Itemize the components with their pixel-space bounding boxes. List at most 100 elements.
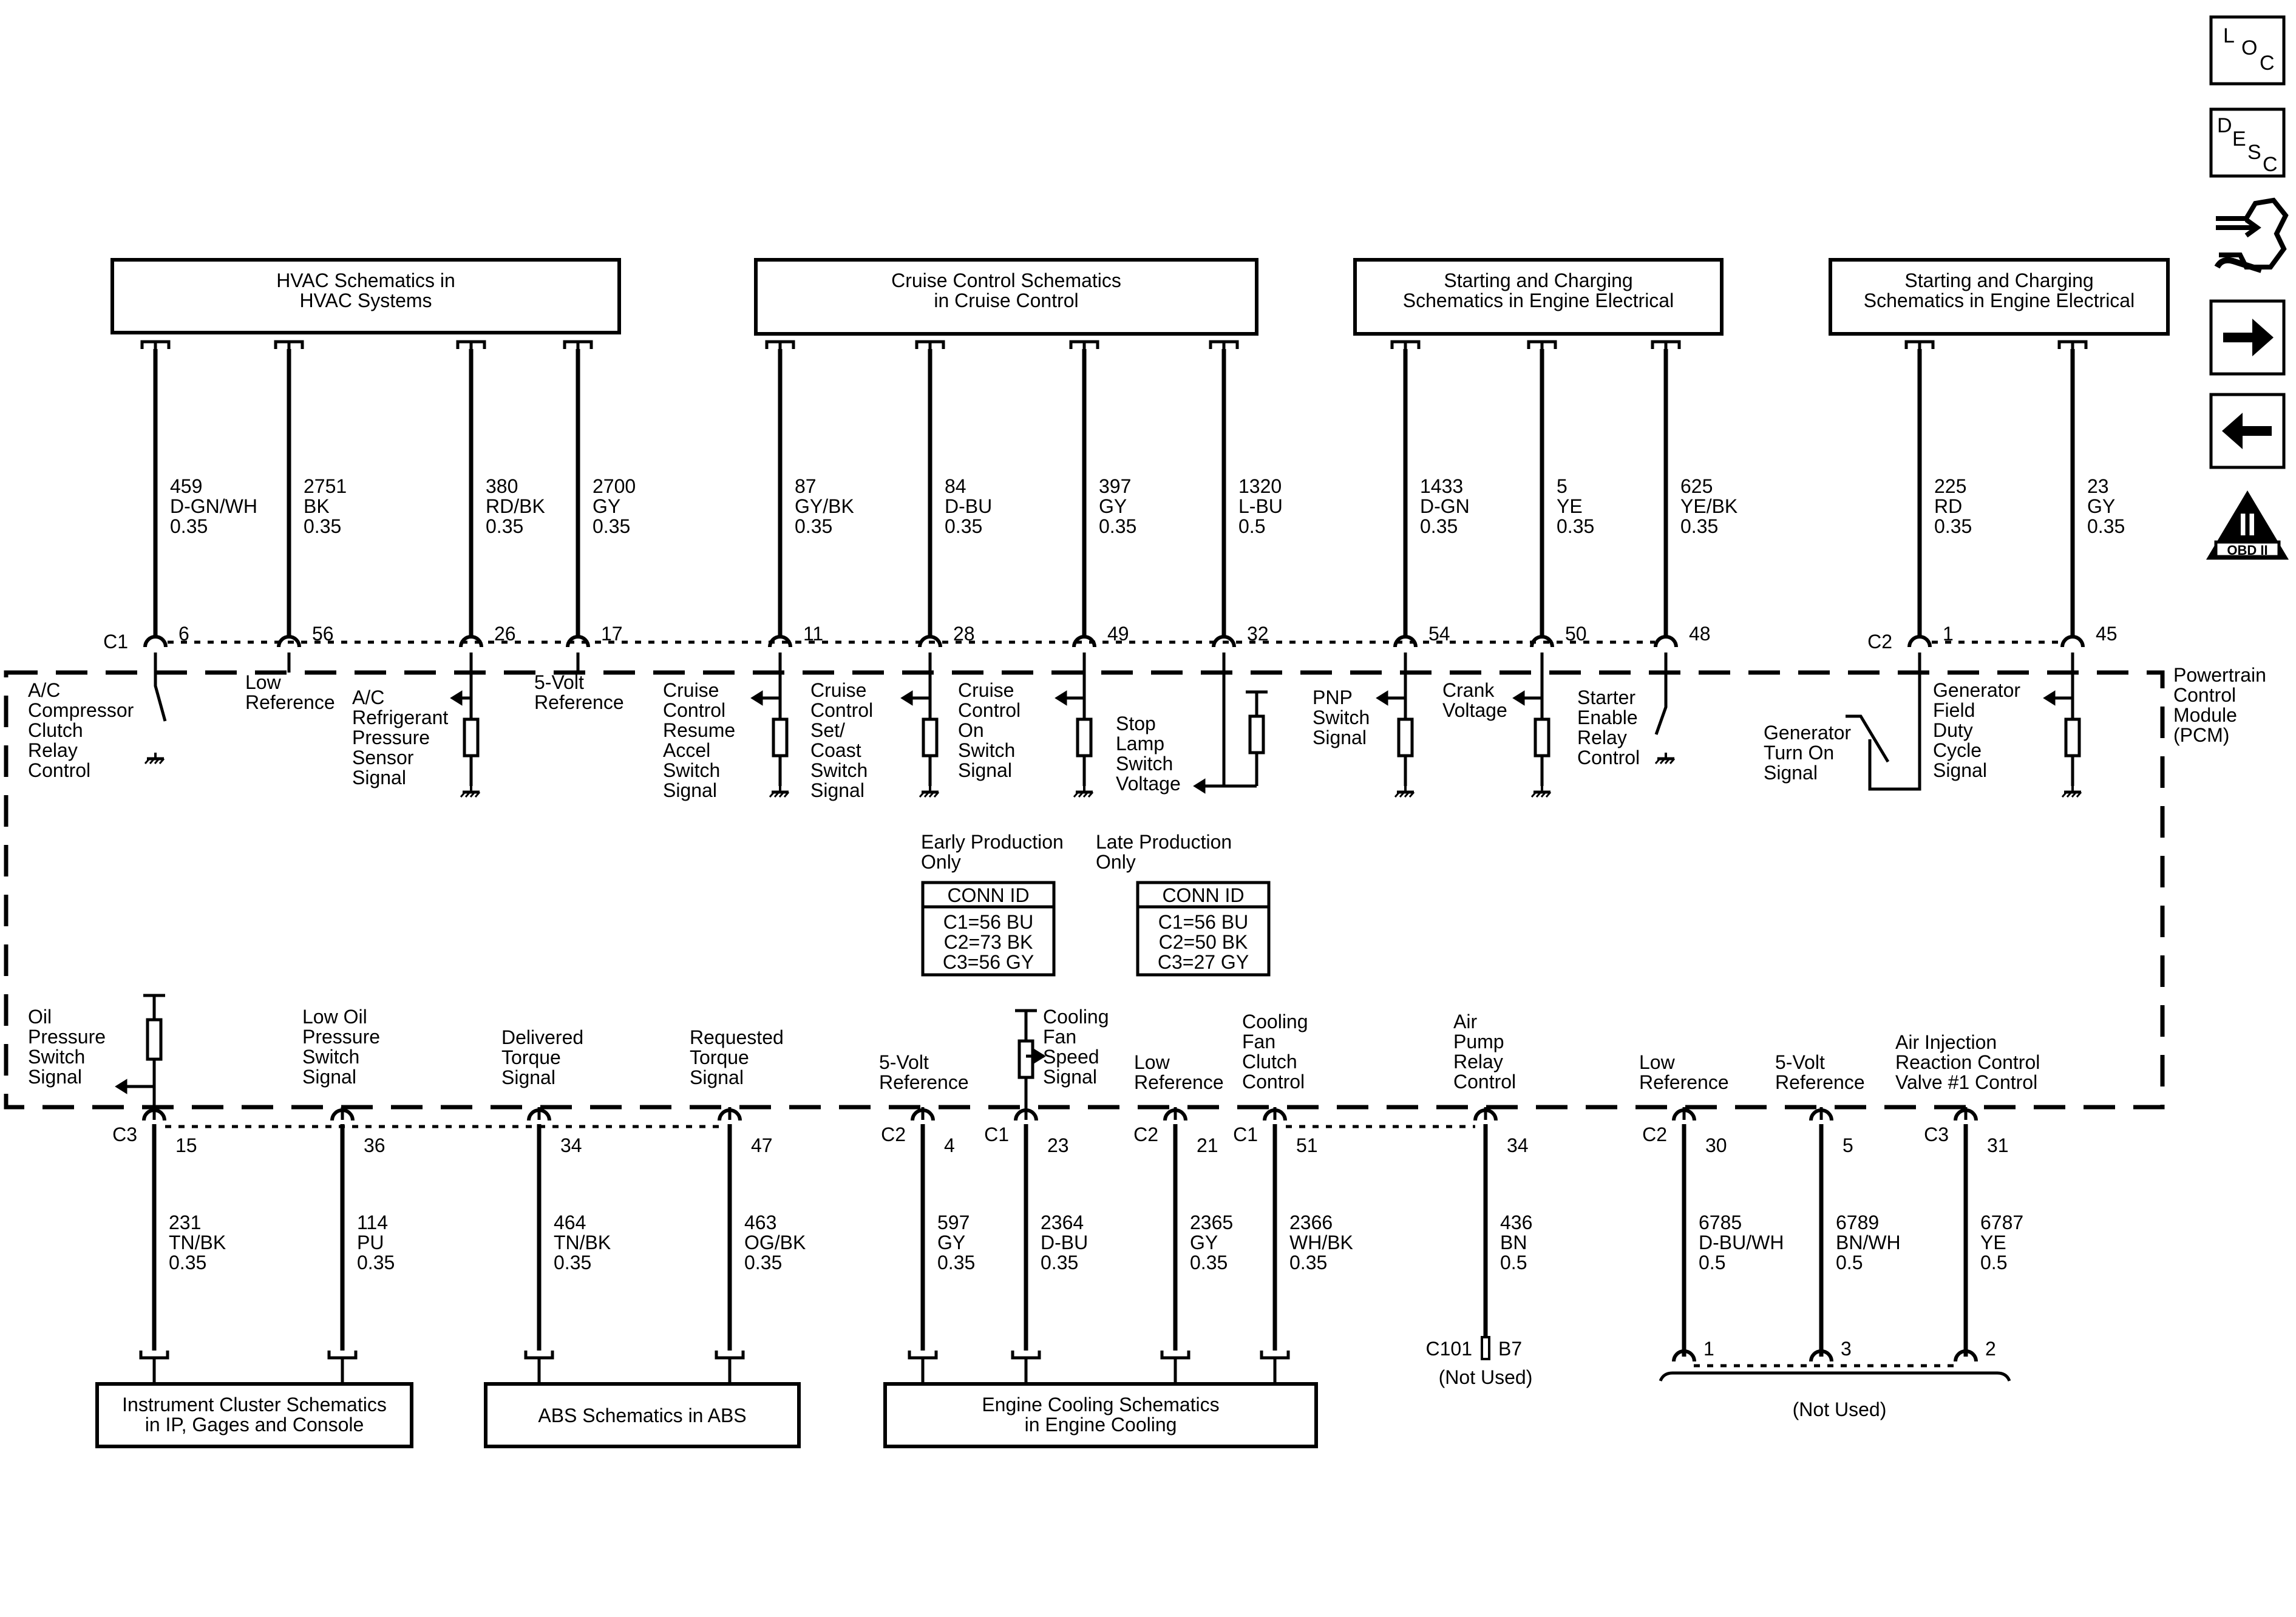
reference-box-text: Schematics in Engine Electrical	[1403, 290, 1674, 311]
signal-label: Switch	[958, 739, 1015, 761]
pin-number: 23	[1047, 1134, 1069, 1156]
circuit-number: 231	[169, 1212, 201, 1233]
signal-label: Clutch	[28, 719, 83, 741]
wire-color: YE	[1980, 1232, 2006, 1253]
harness-connector	[1260, 1351, 1290, 1360]
ground-symbol	[2066, 792, 2073, 798]
signal-label: Reference	[1134, 1071, 1224, 1093]
arrow-symbol	[1512, 690, 1525, 706]
wire-size: 0.35	[169, 1252, 206, 1273]
connector-id: C3	[112, 1124, 137, 1145]
signal-label: Pump	[1453, 1031, 1504, 1053]
signal-label: Cruise	[810, 679, 866, 701]
connector-end-view-icon[interactable]	[2214, 197, 2289, 273]
wire-color: BN	[1500, 1232, 1527, 1253]
not-used-note: (Not Used)	[1439, 1366, 1533, 1388]
wire-color: GY	[1190, 1232, 1218, 1253]
wire-color: YE/BK	[1680, 495, 1737, 517]
bracket-line	[1659, 1371, 2011, 1382]
pin-number: 4	[944, 1134, 955, 1156]
wire-size: 0.35	[937, 1252, 975, 1273]
signal-label: Torque	[501, 1046, 561, 1068]
wire-color: D-BU/WH	[1699, 1232, 1784, 1253]
previous-page-icon[interactable]	[2209, 393, 2286, 469]
wire-size: 0.35	[1099, 515, 1136, 537]
pcm-outline	[4, 670, 2165, 1110]
ground-symbol	[1404, 792, 1410, 798]
next-page-icon[interactable]	[2209, 299, 2286, 376]
reference-box-text: in Engine Cooling	[1025, 1414, 1177, 1436]
conn-id-row: C2=73 BK	[944, 931, 1033, 953]
resistor-symbol	[1248, 714, 1265, 754]
connector-cavity	[1473, 1108, 1498, 1121]
signal-label: Fan	[1043, 1026, 1076, 1048]
pin-number: 17	[601, 623, 623, 645]
signal-label: Set/	[810, 719, 845, 741]
obd-ii-icon[interactable]: II OBD II	[2206, 490, 2289, 560]
signal-label: Switch	[1313, 707, 1370, 728]
wire-color: BN/WH	[1836, 1232, 1901, 1253]
ground-symbol	[2071, 792, 2077, 798]
harness-connector	[139, 1351, 169, 1360]
circuit-number: 225	[1934, 475, 1966, 497]
ground-symbol	[158, 758, 165, 764]
pin-number: 15	[175, 1134, 197, 1156]
arrow-symbol	[2043, 690, 2056, 706]
signal-label: Delivered	[501, 1026, 583, 1048]
pcm-label: Module	[2173, 704, 2237, 726]
harness-connector	[908, 1351, 938, 1360]
wire-color: YE	[1557, 495, 1583, 517]
conn-id-row: C2=50 BK	[1159, 931, 1248, 953]
ground-symbol	[928, 792, 935, 798]
wire-color: D-BU	[945, 495, 992, 517]
ground-symbol	[2076, 792, 2082, 798]
conn-id-table	[921, 881, 1056, 977]
navigation-icons: L O C D E S C II OBD II	[2206, 15, 2289, 560]
signal-label: Signal	[302, 1066, 356, 1088]
signal-label: On	[958, 719, 984, 741]
signal-label: Switch	[810, 759, 868, 781]
pin-number: 1	[1703, 1338, 1714, 1360]
desc-letter-c: C	[2263, 153, 2278, 176]
schematic-reference-box	[754, 258, 1258, 336]
location-icon[interactable]: L O C	[2209, 15, 2286, 86]
signal-label: Relay	[1453, 1051, 1503, 1073]
ground-symbol	[1545, 792, 1552, 798]
conn-id-title: Late Production	[1096, 831, 1232, 853]
signal-label: Generator	[1933, 679, 2020, 701]
arrow-symbol	[1055, 690, 1067, 706]
pin-number: 30	[1705, 1134, 1727, 1156]
circuit-number: 87	[795, 475, 817, 497]
wire-color: PU	[357, 1232, 384, 1253]
connector-cavity	[330, 1108, 355, 1121]
conn-id-row: C3=27 GY	[1158, 951, 1249, 973]
wire-color: GY	[1099, 495, 1127, 517]
signal-label: Generator	[1764, 722, 1851, 744]
pcm-label: Control	[2173, 684, 2236, 706]
reference-box-text: Starting and Charging	[1904, 270, 2093, 291]
circuit-number: 6785	[1699, 1212, 1742, 1233]
description-icon[interactable]: D E S C	[2209, 107, 2286, 178]
wire-color: D-GN	[1420, 495, 1470, 517]
pin-number: B7	[1498, 1338, 1522, 1360]
wire-size: 0.35	[744, 1252, 782, 1273]
wire-size: 0.35	[795, 515, 832, 537]
signal-label: Control	[663, 699, 725, 721]
connector-id: C101	[1426, 1338, 1473, 1360]
connector-cavity	[1954, 1108, 1978, 1121]
connector-cavity	[527, 1108, 551, 1121]
connector-id: C2	[1867, 631, 1892, 653]
signal-label: Control	[28, 759, 90, 781]
conn-id-title: Only	[1096, 851, 1136, 873]
connector-id: C2	[1133, 1124, 1158, 1145]
signal-label: Reference	[1639, 1071, 1729, 1093]
ground-symbol	[1535, 792, 1542, 798]
schematic-reference-box	[95, 1382, 413, 1448]
signal-label: Control	[1453, 1071, 1516, 1093]
wire-color: D-GN/WH	[170, 495, 257, 517]
switch-symbol	[1846, 714, 1890, 763]
wire-size: 0.35	[1934, 515, 1972, 537]
wire-color: D-BU	[1041, 1232, 1088, 1253]
connector-cavity	[1163, 1108, 1187, 1121]
circuit-number: 114	[357, 1212, 388, 1233]
